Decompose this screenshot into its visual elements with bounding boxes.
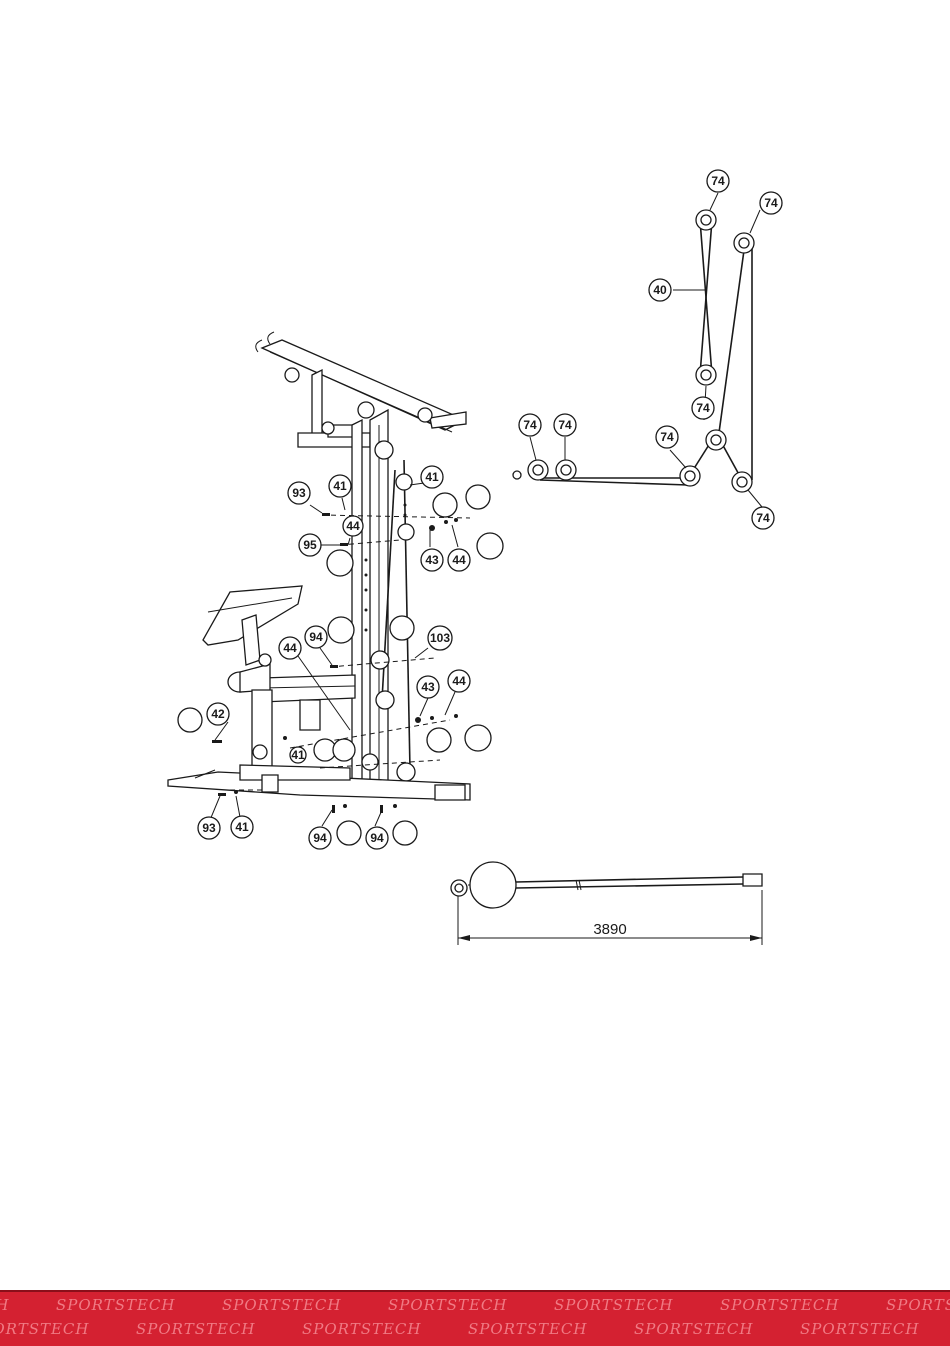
callout-label: 74	[523, 418, 537, 432]
blank-callout	[393, 821, 417, 845]
brand-watermark-text: SPORTSTECH	[136, 1320, 256, 1338]
callout-label: 74	[756, 511, 770, 525]
part-callout-42: 42	[207, 703, 229, 725]
part-callout-43: 43	[417, 676, 439, 698]
brand-watermark-text: SPORTSTECH	[302, 1320, 422, 1338]
blank-callout	[328, 617, 354, 643]
part-callout-44: 44	[343, 516, 363, 536]
pulley-wheel	[696, 210, 716, 230]
brand-watermark-text: SPORTSTECH	[56, 1296, 176, 1314]
callout-label: 94	[370, 831, 384, 845]
blank-callout	[327, 550, 353, 576]
callout-label: 44	[283, 641, 297, 655]
brand-watermark-text: SPORTSTECH	[886, 1296, 950, 1314]
brand-watermark-text: SPORTSTECH	[468, 1320, 588, 1338]
callout-label: 43	[421, 680, 435, 694]
callout-label: 74	[696, 401, 710, 415]
callout-label: 44	[452, 674, 466, 688]
blank-callout	[337, 821, 361, 845]
part-callout-43: 43	[421, 549, 443, 571]
blank-callout	[390, 616, 414, 640]
blank-callout	[466, 485, 490, 509]
brand-watermark-text: SPORTSTECH	[0, 1320, 90, 1338]
part-callout-41: 41	[290, 747, 306, 763]
callout-label: 41	[235, 820, 249, 834]
callout-label: 44	[452, 553, 466, 567]
part-callout-74: 74	[692, 397, 714, 419]
brand-watermark-text: SPORTSTECH	[800, 1320, 920, 1338]
part-callout-93: 93	[198, 817, 220, 839]
part-callout-94: 94	[309, 827, 331, 849]
brand-watermark-text: SPORTSTECH	[0, 1296, 10, 1314]
callout-label: 74	[711, 174, 725, 188]
blank-callout	[427, 728, 451, 752]
blank-callout	[178, 708, 202, 732]
callout-label: 41	[291, 748, 305, 762]
part-callout-93: 93	[288, 482, 310, 504]
part-callout-74: 74	[519, 414, 541, 436]
callout-label: 95	[303, 538, 317, 552]
pulley-wheel	[528, 460, 548, 480]
brand-watermark-text: SPORTSTECH	[634, 1320, 754, 1338]
part-callout-74: 74	[752, 507, 774, 529]
part-callout-44: 44	[448, 670, 470, 692]
callout-label: 74	[660, 430, 674, 444]
part-callout-94: 94	[305, 626, 327, 648]
callout-label: 41	[333, 479, 347, 493]
callout-label: 40	[653, 283, 667, 297]
brand-watermark-text: SPORTSTECH	[720, 1296, 840, 1314]
pulley-wheel	[734, 233, 754, 253]
brand-watermark-text: SPORTSTECH	[222, 1296, 342, 1314]
brand-watermark-text: SPORTSTECH	[388, 1296, 508, 1314]
pulley-wheel	[556, 460, 576, 480]
part-callout-41: 41	[231, 816, 253, 838]
part-callout-44: 44	[279, 637, 301, 659]
cable-length-dimension: 3890	[593, 921, 626, 938]
callout-label: 44	[346, 519, 360, 533]
part-callout-74: 74	[760, 192, 782, 214]
callout-label: 74	[558, 418, 572, 432]
cable-detail: 3890	[451, 862, 762, 945]
pulley-wheel	[706, 430, 726, 450]
callout-label: 43	[425, 553, 439, 567]
callout-label: 41	[425, 470, 439, 484]
part-callout-41: 41	[329, 475, 351, 497]
part-callout-95: 95	[299, 534, 321, 556]
part-callout-44: 44	[448, 549, 470, 571]
callout-label: 103	[430, 631, 450, 645]
pulley-cable-system	[513, 193, 762, 507]
part-callout-74: 74	[656, 426, 678, 448]
callout-label: 94	[309, 630, 323, 644]
blank-callout	[333, 739, 355, 761]
part-callout-74: 74	[707, 170, 729, 192]
pulley-wheel	[696, 365, 716, 385]
part-callout-94: 94	[366, 827, 388, 849]
blank-callout	[477, 533, 503, 559]
callout-label: 42	[211, 707, 225, 721]
blank-callout	[433, 493, 457, 517]
brand-footer-band: SPORTSTECH SPORTSTECH SPORTSTECH SPORTSTECH…	[0, 1290, 950, 1346]
part-callout-40: 40	[649, 279, 671, 301]
blank-callout	[465, 725, 491, 751]
callout-label: 94	[313, 831, 327, 845]
pulley-wheel	[680, 466, 700, 486]
callout-label: 93	[202, 821, 216, 835]
part-callout-41: 41	[421, 466, 443, 488]
brand-watermark-text: SPORTSTECH	[554, 1296, 674, 1314]
pulley-wheel	[732, 472, 752, 492]
callout-label: 93	[292, 486, 306, 500]
callout-label: 74	[764, 196, 778, 210]
exploded-assembly-diagram: 3890 74 74 40 74 74 74 74 74 93 41 41 44 95 43 44 94 103…	[0, 0, 950, 1290]
part-callout-103: 103	[428, 626, 452, 650]
part-callout-74: 74	[554, 414, 576, 436]
